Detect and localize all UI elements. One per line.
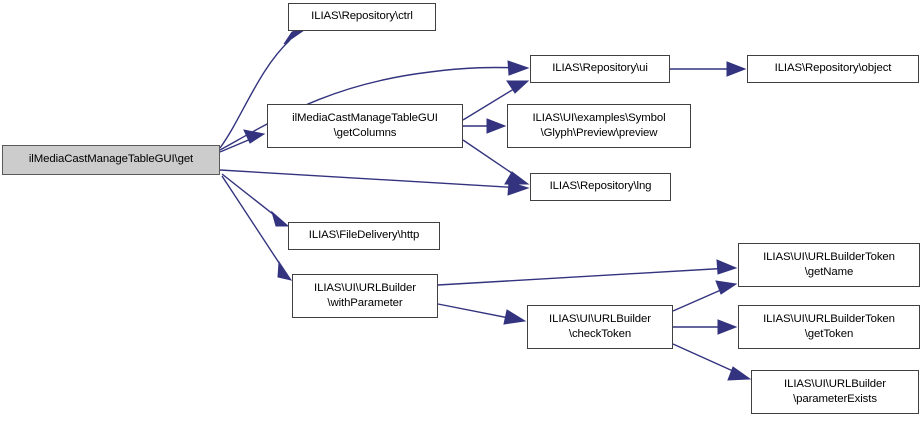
edge-withparameter-to-checktoken [437, 303, 527, 325]
graph-node-http[interactable]: ILIAS\FileDelivery\http [288, 222, 440, 250]
graph-node-checktoken[interactable]: ILIAS\UI\URLBuilder \checkToken [527, 305, 673, 349]
edge-withparameter-to-getname [437, 259, 738, 286]
edge-checktoken-to-getname [672, 280, 738, 312]
graph-node-getcolumns[interactable]: ilMediaCastManageTableGUI \getColumns [267, 104, 463, 148]
edge-root-to-ui [219, 60, 530, 151]
graph-node-withparameter[interactable]: ILIAS\UI\URLBuilder \withParameter [292, 274, 438, 318]
edge-ui-to-object [670, 61, 747, 77]
graph-node-ctrl[interactable]: ILIAS\Repository\ctrl [288, 3, 436, 31]
graph-node-root[interactable]: ilMediaCastManageTableGUI\get [2, 145, 220, 175]
graph-node-lng[interactable]: ILIAS\Repository\lng [530, 173, 671, 201]
graph-node-gettoken[interactable]: ILIAS\UI\URLBuilderToken \getToken [738, 305, 920, 349]
graph-node-preview[interactable]: ILIAS\UI\examples\Symbol \Glyph\Preview\… [507, 104, 691, 148]
edge-root-to-getcolumns [219, 129, 266, 153]
graph-node-parameterexists[interactable]: ILIAS\UI\URLBuilder \parameterExists [751, 370, 919, 414]
graph-node-getname[interactable]: ILIAS\UI\URLBuilderToken \getName [738, 243, 920, 287]
edge-checktoken-to-gettoken [673, 319, 738, 335]
edge-getcolumns-to-preview [463, 118, 507, 134]
edge-root-to-http [221, 173, 290, 227]
edge-checktoken-to-parameterexists [672, 343, 752, 381]
edge-getcolumns-to-ui [462, 80, 530, 121]
graph-node-object[interactable]: ILIAS\Repository\object [747, 55, 919, 83]
edge-getcolumns-to-lng [462, 139, 530, 185]
graph-node-ui[interactable]: ILIAS\Repository\ui [530, 55, 670, 83]
edge-root-to-lng [219, 169, 530, 196]
edge-root-to-withparameter [221, 175, 293, 281]
